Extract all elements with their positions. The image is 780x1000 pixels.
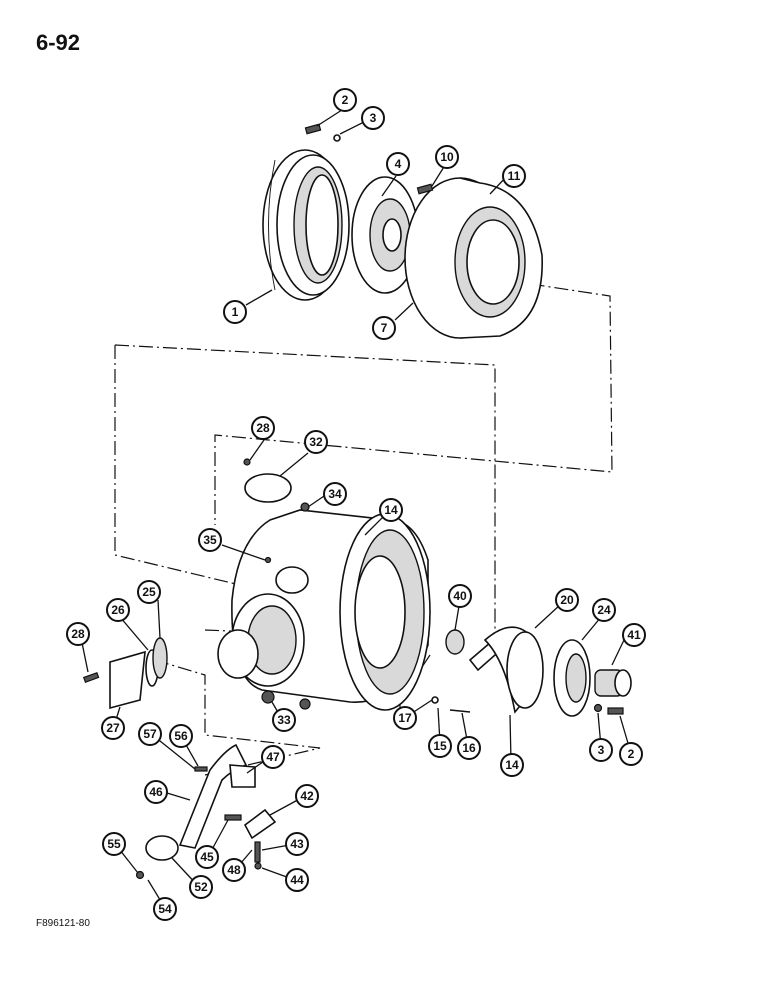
svg-text:14: 14	[384, 503, 398, 517]
svg-text:11: 11	[508, 169, 521, 183]
svg-text:48: 48	[227, 863, 241, 877]
svg-text:54: 54	[158, 902, 172, 916]
svg-text:15: 15	[433, 739, 447, 753]
main-housing	[217, 502, 431, 711]
callout-55: 55	[102, 832, 126, 856]
pipe-assembly	[135, 743, 277, 880]
svg-text:16: 16	[462, 741, 476, 755]
cover-plate	[243, 458, 292, 503]
callout-32: 32	[304, 430, 328, 454]
callout-7: 7	[372, 316, 396, 340]
svg-text:41: 41	[627, 628, 641, 642]
svg-text:33: 33	[277, 713, 291, 727]
svg-text:26: 26	[111, 603, 125, 617]
callout-54: 54	[153, 897, 177, 921]
svg-text:35: 35	[203, 533, 217, 547]
callout-14-bottom: 14	[500, 753, 524, 777]
svg-text:45: 45	[200, 850, 214, 864]
svg-text:34: 34	[328, 487, 342, 501]
callout-41: 41	[622, 623, 646, 647]
callout-24: 24	[592, 598, 616, 622]
callout-43: 43	[285, 832, 309, 856]
small-hardware	[261, 690, 624, 715]
svg-text:47: 47	[266, 750, 280, 764]
callout-47: 47	[261, 745, 285, 769]
callout-11: 11	[502, 164, 526, 188]
carrier-plate	[351, 176, 419, 294]
svg-text:55: 55	[107, 837, 121, 851]
svg-text:44: 44	[290, 873, 304, 887]
svg-text:57: 57	[143, 727, 157, 741]
svg-text:1: 1	[232, 305, 239, 319]
callout-27: 27	[101, 716, 125, 740]
svg-text:2: 2	[342, 93, 349, 107]
callout-17: 17	[393, 706, 417, 730]
svg-text:20: 20	[560, 593, 574, 607]
svg-text:52: 52	[194, 880, 208, 894]
svg-text:10: 10	[440, 150, 454, 164]
callout-57: 57	[138, 722, 162, 746]
callout-34: 34	[323, 482, 347, 506]
callout-4: 4	[386, 152, 410, 176]
callout-35: 35	[198, 528, 222, 552]
hub-housing	[404, 177, 543, 339]
callout-52: 52	[189, 875, 213, 899]
svg-text:56: 56	[174, 729, 188, 743]
svg-text:46: 46	[149, 785, 163, 799]
callout-16: 16	[457, 736, 481, 760]
callout-25: 25	[137, 580, 161, 604]
callout-14-top: 14	[379, 498, 403, 522]
top-bolts	[304, 123, 434, 195]
callout-3: 3	[361, 106, 385, 130]
callout-1: 1	[223, 300, 247, 324]
callout-42: 42	[295, 784, 319, 808]
svg-text:42: 42	[300, 789, 314, 803]
callout-46: 46	[144, 780, 168, 804]
svg-text:14: 14	[505, 758, 519, 772]
callout-40: 40	[448, 584, 472, 608]
callout-20: 20	[555, 588, 579, 612]
svg-text:40: 40	[453, 589, 467, 603]
svg-text:25: 25	[142, 585, 156, 599]
svg-text:3: 3	[370, 111, 377, 125]
callout-45: 45	[195, 845, 219, 869]
svg-text:28: 28	[71, 627, 85, 641]
callout-28-top: 28	[251, 416, 275, 440]
svg-text:4: 4	[395, 157, 402, 171]
callout-10: 10	[435, 145, 459, 169]
callout-26: 26	[106, 598, 130, 622]
side-cover	[82, 637, 168, 710]
callout-2-bottom: 2	[619, 742, 643, 766]
callout-28-left: 28	[66, 622, 90, 646]
svg-text:3: 3	[598, 743, 605, 757]
svg-text:27: 27	[106, 721, 120, 735]
svg-text:32: 32	[309, 435, 323, 449]
svg-text:7: 7	[381, 321, 388, 335]
svg-text:17: 17	[398, 711, 412, 725]
callout-3-bottom: 3	[589, 738, 613, 762]
svg-text:2: 2	[628, 747, 635, 761]
output-assembly	[445, 626, 632, 717]
page-number: 6-92	[36, 30, 81, 55]
callout-33: 33	[272, 708, 296, 732]
svg-text:24: 24	[597, 603, 611, 617]
svg-text:43: 43	[290, 837, 304, 851]
svg-text:28: 28	[256, 421, 270, 435]
callout-15: 15	[428, 734, 452, 758]
ring-gear	[262, 149, 350, 301]
callout-48: 48	[222, 858, 246, 882]
callout-56: 56	[169, 724, 193, 748]
callout-2: 2	[333, 88, 357, 112]
callout-44: 44	[285, 868, 309, 892]
figure-code: F896121-80	[36, 918, 90, 929]
